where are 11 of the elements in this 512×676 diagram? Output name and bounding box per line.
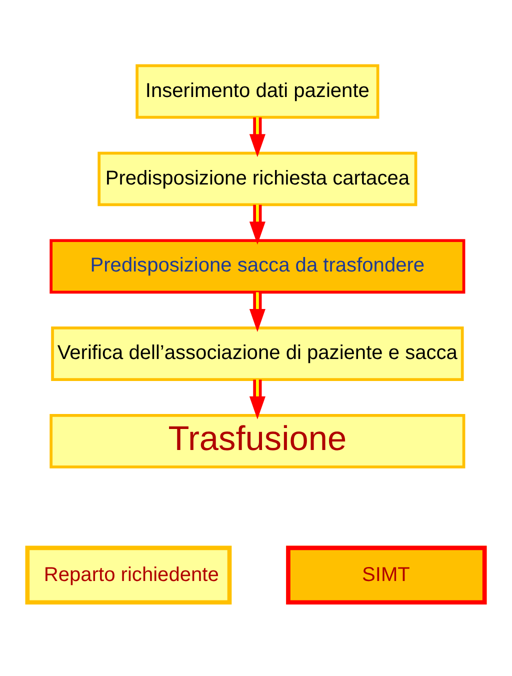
node-box: Predisposizione richiesta cartacea — [98, 152, 418, 206]
arrow — [249, 292, 266, 332]
legend-label: SIMT — [362, 564, 410, 586]
node-box: Predisposizione sacca da trasfondere — [50, 239, 466, 294]
arrow — [249, 117, 266, 158]
node-box: Trasfusione — [50, 414, 466, 468]
node-box: Verifica dell’associazione di paziente e sacca — [51, 326, 464, 381]
node-box: Inserimento dati paziente — [136, 64, 380, 119]
arrow — [249, 380, 266, 420]
legend-label: Reparto richiedente — [44, 564, 219, 586]
arrow — [249, 204, 266, 245]
